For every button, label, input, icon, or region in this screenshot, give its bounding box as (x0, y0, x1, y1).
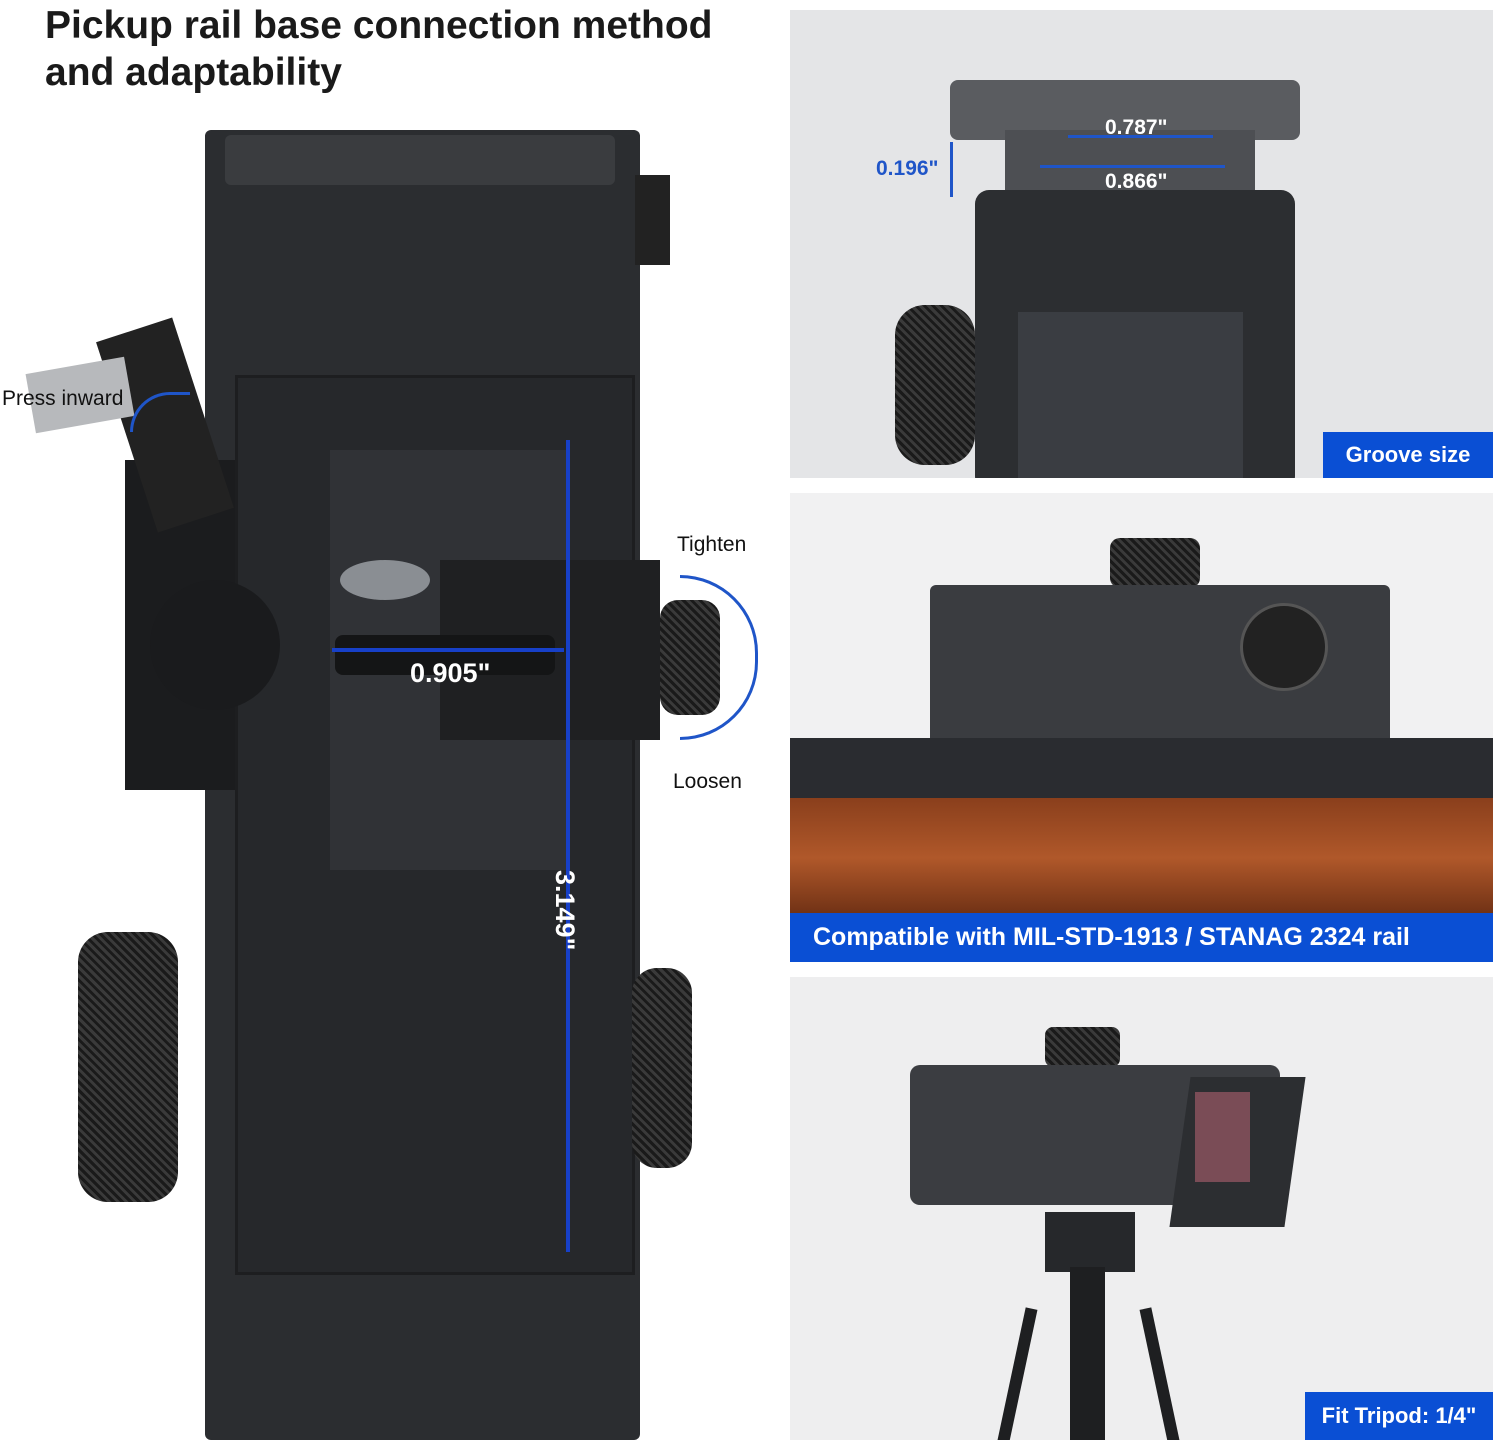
groove-bottom-dim: 0.866" (1105, 170, 1168, 193)
tripod-badge: Fit Tripod: 1/4" (1305, 1392, 1493, 1440)
rotate-arrow-icon (680, 575, 758, 740)
tighten-label: Tighten (677, 533, 747, 556)
groove-size-panel: 0.787" 0.866" 0.196" Groove size (790, 10, 1493, 478)
tripod-panel: Fit Tripod: 1/4" (790, 977, 1493, 1440)
width-dimension-label: 0.905" (410, 658, 491, 688)
groove-size-badge: Groove size (1323, 432, 1493, 478)
loosen-label: Loosen (673, 770, 742, 793)
groove-height-dim: 0.196" (876, 157, 939, 180)
rail-compatibility-badge: Compatible with MIL-STD-1913 / STANAG 23… (790, 913, 1493, 962)
rail-compatibility-panel: Compatible with MIL-STD-1913 / STANAG 23… (790, 493, 1493, 962)
press-inward-label: Press inward (2, 387, 124, 410)
groove-top-dim: 0.787" (1105, 116, 1168, 139)
length-dimension-label: 3.149" (550, 870, 580, 951)
page-title: Pickup rail base connection method and a… (45, 4, 713, 94)
main-device-image: 0.905" 3.149" Press inward Tighten Loose… (0, 120, 780, 1448)
